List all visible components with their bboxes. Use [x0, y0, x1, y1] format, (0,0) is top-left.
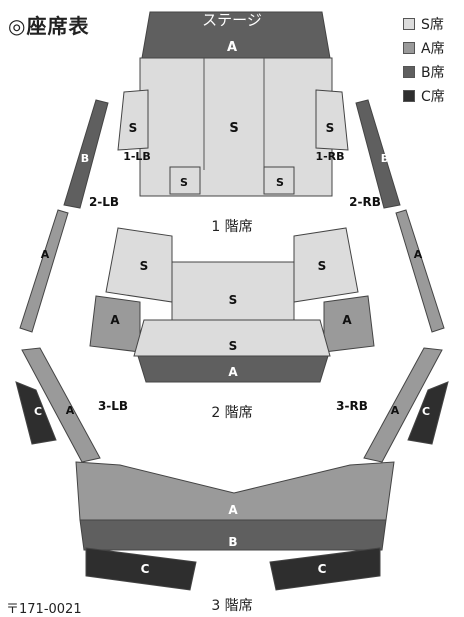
- box-1lb: [117, 89, 149, 151]
- floor2-label: 2 階席: [211, 405, 252, 421]
- floor1-s-label: S: [229, 121, 238, 136]
- floor1-s-main: [139, 57, 333, 197]
- side-3lb-a: [21, 347, 101, 463]
- block-1rb-label: 1-RB: [315, 150, 344, 163]
- floor3-a-label: A: [228, 503, 238, 517]
- floor2-s-left-label: S: [140, 259, 149, 273]
- floor3-c-right: [269, 547, 381, 591]
- floor2-s-right: [293, 227, 359, 303]
- stage-label: ステージ: [202, 11, 262, 29]
- side-3rb-c: [407, 381, 449, 445]
- side-3rb-c-label: C: [422, 405, 430, 418]
- swatch-s: [403, 18, 415, 30]
- floor3-c-left: [85, 547, 197, 591]
- side-2lb-a-label: A: [41, 248, 50, 261]
- box-1rb-s-label: S: [326, 121, 335, 135]
- swatch-a: [403, 42, 415, 54]
- side-2rb-a: [395, 209, 445, 333]
- side-2lb-b: [63, 99, 109, 209]
- legend-item-c: C席: [403, 84, 445, 108]
- floor2-s-front-label: S: [229, 339, 238, 353]
- floor2-s-center-label: S: [229, 293, 238, 307]
- floor1-s-left-lower-label: S: [180, 176, 188, 189]
- floor2-a-front-label: A: [228, 365, 238, 379]
- block-3lb-label: 3-LB: [98, 399, 128, 413]
- swatch-b: [403, 66, 415, 78]
- legend-item-a: A席: [403, 36, 445, 60]
- side-2lb-b-label: B: [81, 152, 89, 165]
- seat-legend: S席 A席 B席 C席: [403, 12, 445, 108]
- floor1-s-left-lower: [169, 166, 201, 195]
- side-2rb-a-label: A: [414, 248, 423, 261]
- side-3lb-c-label: C: [34, 405, 42, 418]
- side-2rb-b: [355, 99, 401, 209]
- floor2-s-front: [133, 319, 331, 357]
- floor1-s-right-lower: [263, 166, 295, 195]
- box-1rb: [315, 89, 349, 151]
- floor2-s-right-label: S: [318, 259, 327, 273]
- side-3rb-a: [363, 347, 443, 463]
- side-3lb-c: [15, 381, 57, 445]
- block-3rb-label: 3-RB: [336, 399, 368, 413]
- stage-a-label: A: [227, 40, 237, 55]
- floor2-a-left-label: A: [110, 313, 120, 327]
- legend-item-b: B席: [403, 60, 445, 84]
- floor2-a-right-label: A: [342, 313, 352, 327]
- side-3lb-a-label: A: [66, 404, 75, 417]
- floor3-c-right-label: C: [318, 562, 327, 576]
- legend-label-b: B席: [421, 65, 445, 81]
- floor2-a-front: [137, 355, 329, 383]
- side-2rb-b-label: B: [381, 152, 389, 165]
- floor3-c-left-label: C: [141, 562, 150, 576]
- floor3-label: 3 階席: [211, 598, 252, 614]
- block-2lb-label: 2-LB: [89, 195, 119, 209]
- floor1-label: 1 階席: [211, 219, 252, 235]
- floor1-s-right-lower-label: S: [276, 176, 284, 189]
- postal-code: 〒171-0021: [6, 602, 82, 617]
- floor3-b-label: B: [228, 535, 237, 549]
- legend-label-c: C席: [421, 89, 445, 105]
- side-2lb-a: [19, 209, 69, 333]
- floor3-b-main: [79, 519, 387, 551]
- box-1lb-s-label: S: [129, 121, 138, 135]
- side-3rb-a-label: A: [391, 404, 400, 417]
- legend-label-s: S席: [421, 17, 444, 33]
- legend-item-s: S席: [403, 12, 445, 36]
- block-2rb-label: 2-RB: [349, 195, 381, 209]
- swatch-c: [403, 90, 415, 102]
- legend-label-a: A席: [421, 41, 445, 57]
- page-title: ◎座席表: [8, 14, 90, 38]
- block-1lb-label: 1-LB: [123, 150, 151, 163]
